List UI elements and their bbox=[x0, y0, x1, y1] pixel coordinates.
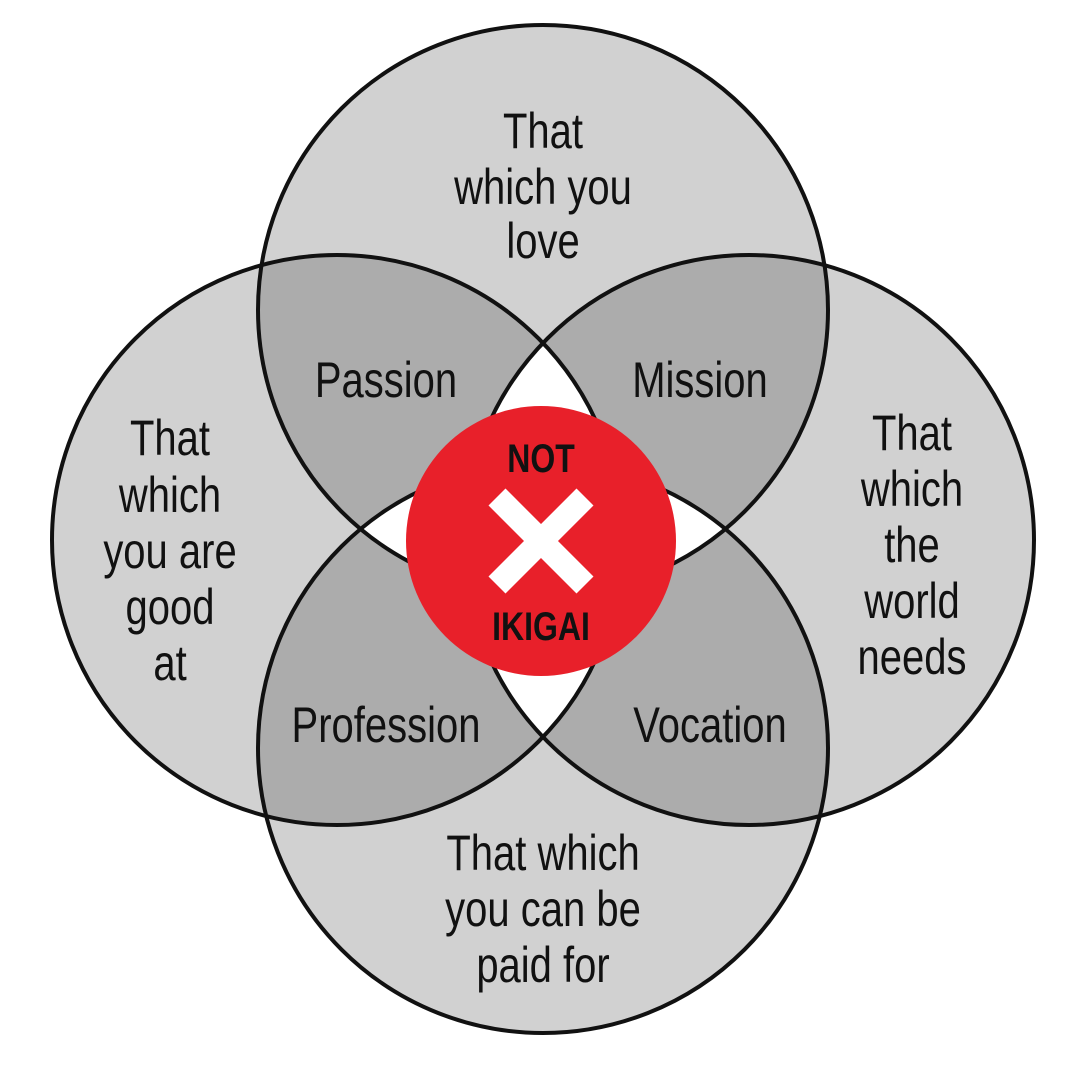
svg-text:which: which bbox=[860, 461, 963, 517]
svg-text:love: love bbox=[506, 213, 579, 269]
svg-text:the: the bbox=[884, 517, 940, 573]
svg-text:world: world bbox=[863, 573, 959, 629]
label-paid-for: That which you can be paid for bbox=[445, 825, 641, 993]
svg-text:needs: needs bbox=[858, 629, 967, 685]
svg-text:which you: which you bbox=[453, 159, 632, 215]
svg-text:at: at bbox=[153, 635, 187, 691]
svg-text:good: good bbox=[126, 579, 215, 635]
svg-text:which: which bbox=[118, 467, 221, 523]
svg-text:you are: you are bbox=[103, 523, 236, 579]
not-ikigai-badge: NOT IKIGAI bbox=[406, 406, 676, 676]
label-mission: Mission bbox=[632, 352, 768, 408]
svg-text:That: That bbox=[872, 405, 952, 461]
label-vocation: Vocation bbox=[633, 697, 786, 753]
label-passion: Passion bbox=[315, 352, 457, 408]
svg-text:you can be: you can be bbox=[445, 881, 641, 937]
svg-text:That: That bbox=[503, 103, 583, 159]
circle-fills bbox=[52, 25, 1034, 1033]
label-good-at: That which you are good at bbox=[103, 410, 236, 691]
svg-text:paid for: paid for bbox=[476, 937, 609, 993]
svg-text:That: That bbox=[130, 410, 210, 466]
label-profession: Profession bbox=[292, 697, 481, 753]
svg-text:That which: That which bbox=[446, 825, 639, 881]
not-label: NOT bbox=[507, 436, 575, 481]
x-mark-icon bbox=[488, 488, 594, 594]
ikigai-label: IKIGAI bbox=[492, 604, 590, 649]
label-love: That which you love bbox=[453, 103, 632, 269]
label-world-needs: That which the world needs bbox=[858, 405, 967, 685]
